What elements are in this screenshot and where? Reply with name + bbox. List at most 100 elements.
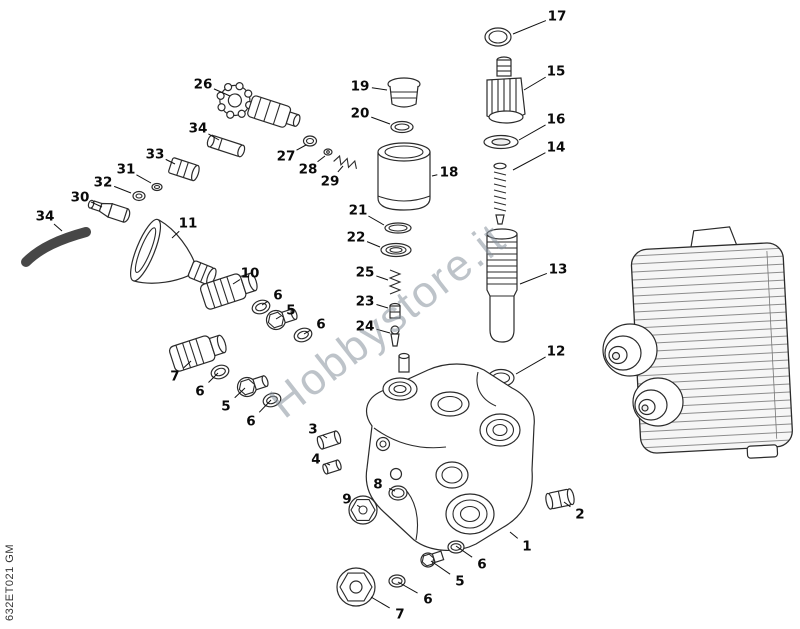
part-20-o-ring	[390, 120, 414, 134]
part-29-spring	[333, 154, 357, 169]
part-5-valve-fitting	[420, 550, 445, 568]
part-number-8: 8	[373, 477, 382, 493]
leader-line-14	[512, 152, 546, 171]
leader-line-5	[430, 560, 451, 575]
part-number-24: 24	[356, 319, 375, 335]
part-number-27: 27	[277, 149, 296, 165]
part-number-6: 6	[423, 592, 432, 608]
part-30-nozzle	[87, 199, 131, 223]
part-number-6: 6	[273, 288, 282, 304]
part-number-5: 5	[286, 303, 295, 319]
part-34-nipple	[206, 134, 246, 158]
part-9-plug	[348, 495, 378, 525]
part-number-10: 10	[241, 266, 260, 282]
leader-line-6	[208, 372, 219, 383]
part-34-hose	[21, 227, 91, 267]
callout-layer: 1715161413121920182122252324263433313230…	[36, 9, 585, 623]
part-number-33: 33	[146, 147, 165, 163]
part-16-washer	[483, 134, 519, 150]
part-28-ring	[323, 148, 333, 156]
leader-line-5	[234, 387, 246, 399]
part-4-bushing	[322, 459, 342, 475]
part-number-32: 32	[94, 175, 113, 191]
leader-line-33	[165, 158, 176, 165]
leader-line-18	[431, 174, 438, 177]
part-number-16: 16	[547, 112, 566, 128]
part-number-3: 3	[308, 422, 317, 438]
part-number-11: 11	[179, 216, 198, 232]
part-number-2: 2	[575, 507, 584, 523]
part-6-o-ring	[293, 327, 313, 343]
leader-line-29	[337, 165, 344, 173]
leader-line-6	[303, 329, 311, 335]
leader-line-7	[370, 596, 390, 609]
leader-line-1	[509, 531, 519, 539]
engine-shaft-boss-lower	[632, 377, 684, 427]
part-number-25: 25	[356, 265, 375, 281]
leader-line-26	[213, 88, 231, 97]
leader-line-5	[275, 315, 281, 320]
part-number-29: 29	[321, 174, 340, 190]
part-number-14: 14	[547, 140, 566, 156]
part-number-5: 5	[221, 399, 230, 415]
leader-line-10	[232, 279, 241, 285]
part-number-9: 9	[342, 492, 351, 508]
part-27-o-ring	[302, 135, 318, 147]
engine-shaft-boss-upper	[602, 323, 658, 377]
part-21-ring	[384, 222, 412, 234]
leader-line-24	[376, 328, 391, 334]
leader-line-32	[113, 185, 132, 194]
part-number-34: 34	[36, 209, 55, 225]
part-2-plug	[545, 488, 575, 510]
leader-line-25	[376, 275, 389, 281]
part-number-20: 20	[351, 106, 370, 122]
part-25-spring	[388, 269, 402, 295]
part-number-30: 30	[71, 190, 90, 206]
part-17-o-ring	[484, 27, 512, 47]
part-8-o-ring	[388, 485, 408, 501]
part-number-6: 6	[246, 414, 255, 430]
part-number-21: 21	[349, 203, 368, 219]
part-22-seal-ring	[380, 242, 412, 258]
part-19-plug	[387, 77, 421, 108]
leader-line-17	[512, 20, 547, 35]
leader-line-11	[171, 230, 180, 239]
part-number-12: 12	[547, 344, 566, 360]
leader-line-27	[296, 144, 307, 151]
leader-line-4	[326, 463, 331, 466]
part-number-15: 15	[547, 64, 566, 80]
part-number-1: 1	[522, 539, 531, 555]
leader-line-21	[368, 215, 385, 226]
part-31-ring	[151, 182, 163, 192]
part-number-7: 7	[170, 369, 179, 385]
leader-line-28	[317, 155, 326, 163]
leader-line-30	[90, 201, 103, 208]
part-number-6: 6	[195, 384, 204, 400]
part-number-13: 13	[549, 262, 568, 278]
leader-line-8	[388, 488, 396, 492]
part-24-valve	[390, 325, 400, 347]
leader-line-9	[356, 504, 361, 508]
part-number-5: 5	[455, 574, 464, 590]
part-5-plug	[265, 308, 298, 331]
leader-line-34	[53, 223, 63, 232]
part-5-plug	[236, 375, 269, 398]
leader-line-6	[261, 300, 269, 306]
part-number-34: 34	[189, 121, 208, 137]
part-18-cylinder	[377, 142, 431, 211]
leader-line-13	[519, 272, 548, 285]
leader-line-6	[455, 545, 473, 558]
part-3-bushing	[316, 430, 342, 450]
leader-line-34	[208, 133, 220, 141]
part-14-valve-spring	[493, 162, 507, 225]
part-7-hex-plug	[336, 567, 376, 607]
part-10-coupler	[199, 272, 258, 310]
leader-line-6	[258, 399, 272, 413]
pump-manifold	[365, 352, 535, 551]
part-number-22: 22	[347, 230, 366, 246]
part-33-fitting	[168, 157, 200, 182]
leader-line-15	[523, 76, 546, 91]
part-13-valve-tube	[486, 228, 518, 343]
